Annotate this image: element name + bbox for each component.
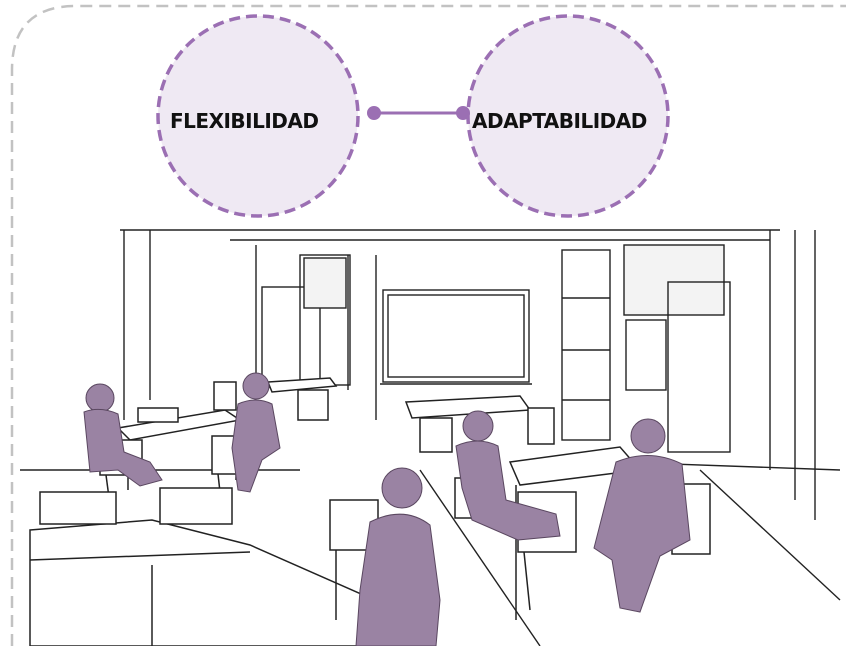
connector-node-left [367,106,381,120]
concept-label-flexibilidad: FLEXIBILIDAD [170,109,319,133]
people-silhouettes [83,372,691,646]
concept-diagram [156,14,670,218]
concept-label-adaptabilidad: ADAPTABILIDAD [472,109,647,133]
concept-circle-left [156,14,360,218]
connector-node-right [456,106,470,120]
room-drawing [20,229,841,646]
